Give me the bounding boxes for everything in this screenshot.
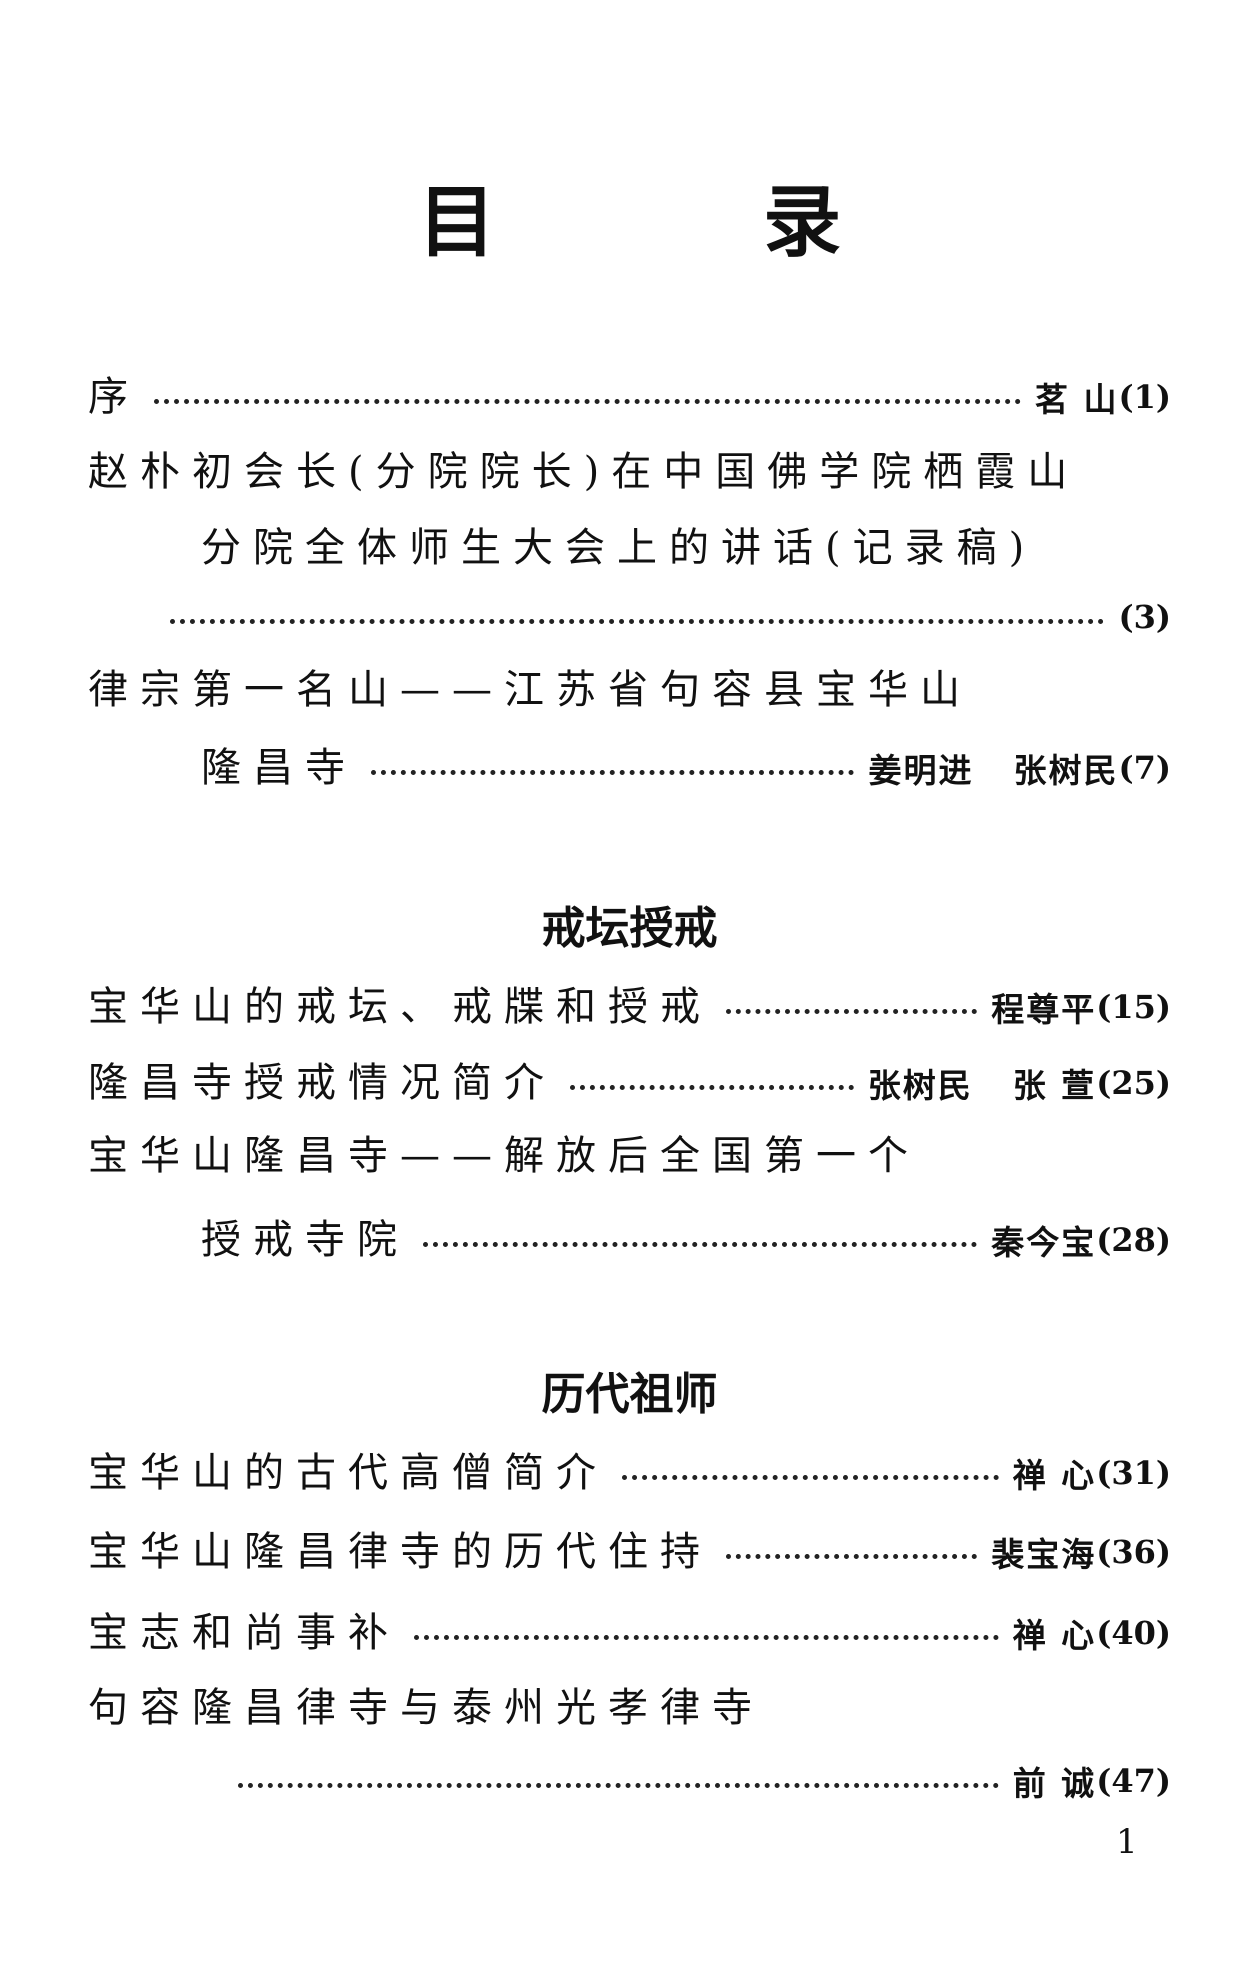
entry-author: 禅 心 — [1012, 1456, 1097, 1495]
toc-entry-leader: 前 诚 (47) — [238, 1753, 1171, 1809]
entry-title: 律宗第一名山——江苏省句容县宝华山 — [88, 667, 972, 713]
leader-dots — [371, 769, 855, 775]
entry-title: 宝华山的戒坛、戒牒和授戒 — [88, 984, 712, 1030]
leader-dots — [414, 1634, 999, 1640]
entry-title: 句容隆昌律寺与泰州光孝律寺 — [88, 1685, 764, 1731]
entry-title: 宝华山的古代高僧简介 — [88, 1450, 608, 1496]
entry-title: 宝志和尚事补 — [88, 1610, 400, 1656]
entry-page: (36) — [1096, 1533, 1171, 1571]
entry-author: 裴宝海 — [991, 1535, 1097, 1574]
page-title: 目 录 — [417, 177, 962, 268]
entry-page: (1) — [1118, 378, 1171, 416]
entry-title: 宝华山隆昌寺——解放后全国第一个 — [88, 1133, 920, 1179]
leader-dots — [570, 1084, 854, 1090]
toc-entry-line2: 授戒寺院 秦今宝 (28) — [201, 1212, 1171, 1268]
entry-title-cont: 分院全体师生大会上的讲话(记录稿) — [201, 525, 1037, 571]
toc-entry-lvzong-line2: 隆昌寺 姜明进 张树民 (7) — [201, 740, 1171, 796]
toc-entry-line1: 宝华山隆昌寺——解放后全国第一个 — [88, 1128, 1171, 1184]
toc-entry-speech-line2: 分院全体师生大会上的讲话(记录稿) — [201, 520, 1171, 576]
toc-entry: 宝华山隆昌律寺的历代住持 裴宝海 (36) — [88, 1524, 1171, 1580]
entry-page: (3) — [1118, 598, 1171, 636]
leader-dots — [170, 618, 1105, 624]
entry-page: (47) — [1096, 1762, 1171, 1800]
entry-title: 序 — [88, 374, 140, 420]
entry-page: (28) — [1096, 1221, 1171, 1259]
leader-dots — [238, 1782, 999, 1788]
leader-dots — [726, 1008, 978, 1014]
toc-entry: 宝志和尚事补 禅 心 (40) — [88, 1605, 1171, 1661]
entry-author: 禅 心 — [1012, 1616, 1097, 1655]
leader-dots — [622, 1474, 999, 1480]
entry-title: 赵朴初会长(分院院长)在中国佛学院栖霞山 — [88, 449, 1080, 495]
entry-author: 秦今宝 — [991, 1223, 1097, 1262]
entry-page: (15) — [1096, 988, 1171, 1026]
toc-entry: 隆昌寺授戒情况简介 张树民 张 萱 (25) — [88, 1055, 1171, 1111]
toc-entry-speech-line1: 赵朴初会长(分院院长)在中国佛学院栖霞山 — [88, 444, 1171, 500]
entry-author: 姜明进 — [868, 751, 974, 790]
entry-author: 前 诚 — [1012, 1764, 1097, 1803]
entry-title-cont: 隆昌寺 — [201, 745, 357, 791]
toc-entry-speech-leader: (3) — [170, 589, 1171, 645]
toc-entry-lvzong-line1: 律宗第一名山——江苏省句容县宝华山 — [88, 662, 1171, 718]
toc-entry-preface: 序 茗 山 (1) — [88, 369, 1171, 425]
toc-entry: 宝华山的古代高僧简介 禅 心 (31) — [88, 1445, 1171, 1501]
entry-title: 隆昌寺授戒情况简介 — [88, 1060, 556, 1106]
entry-title: 宝华山隆昌律寺的历代住持 — [88, 1529, 712, 1575]
entry-title-cont: 授戒寺院 — [201, 1217, 409, 1263]
entry-page: (25) — [1096, 1064, 1171, 1102]
entry-author: 张树民 — [867, 1066, 973, 1105]
entry-page: (31) — [1096, 1454, 1171, 1492]
page-number: 1 — [1116, 1822, 1138, 1862]
toc-entry: 宝华山的戒坛、戒牒和授戒 程尊平 (15) — [88, 979, 1171, 1035]
entry-page: (40) — [1096, 1614, 1171, 1652]
leader-dots — [423, 1241, 978, 1247]
section-heading: 历代祖师 — [541, 1369, 718, 1420]
entry-author: 张 萱 — [1012, 1066, 1097, 1105]
entry-page: (7) — [1118, 749, 1171, 787]
entry-author: 程尊平 — [991, 990, 1097, 1029]
entry-author: 茗 山 — [1034, 380, 1119, 419]
toc-entry-line1: 句容隆昌律寺与泰州光孝律寺 — [88, 1680, 1171, 1736]
section-heading: 戒坛授戒 — [541, 903, 718, 954]
entry-author: 张树民 — [1013, 751, 1119, 790]
leader-dots — [154, 398, 1021, 404]
leader-dots — [726, 1553, 978, 1559]
